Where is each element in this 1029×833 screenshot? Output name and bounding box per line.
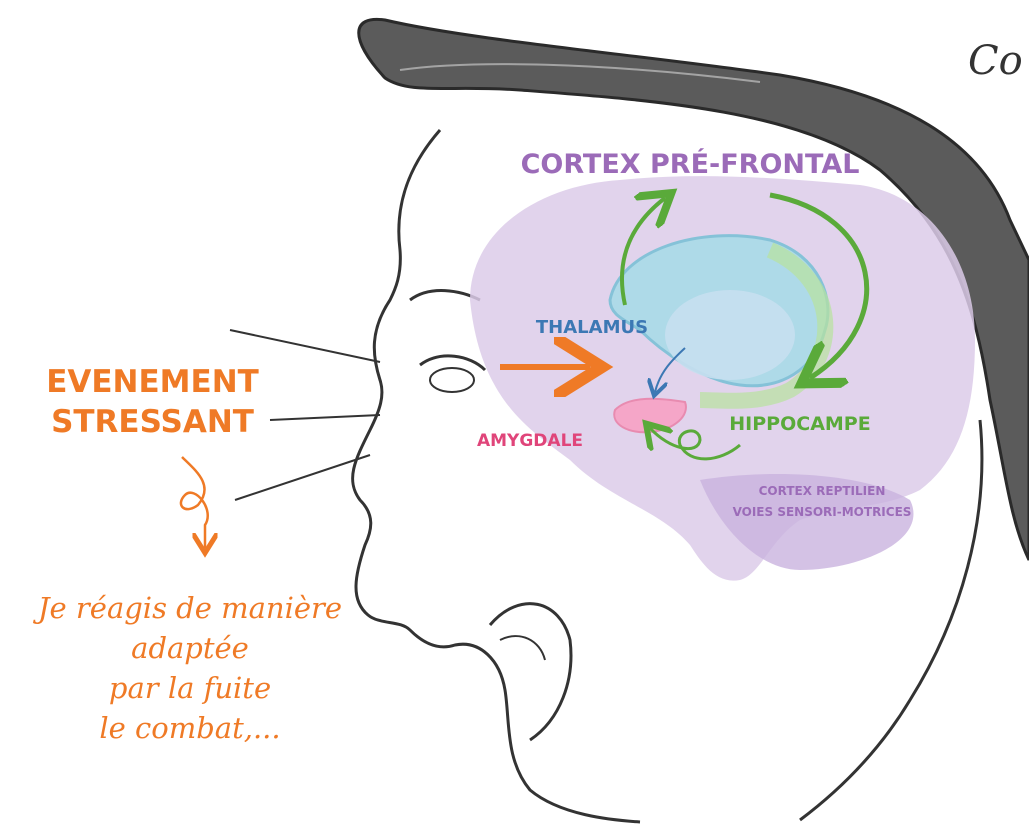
reaction-line-3: par la fuite <box>0 668 380 708</box>
label-hippocampe: HIPPOCAMPE <box>729 413 870 435</box>
label-cortex-prefrontal: CORTEX PRÉ-FRONTAL <box>521 148 860 180</box>
reaction-line-1: Je réagis de manière <box>0 588 380 628</box>
reaction-line-2: adaptée <box>0 628 380 668</box>
event-line-2: STRESSANT <box>20 402 285 442</box>
event-title: EVENEMENT STRESSANT <box>20 362 285 442</box>
label-amygdale: AMYGDALE <box>477 431 583 451</box>
arrow-event-to-reaction <box>181 457 208 548</box>
label-cortex-reptilien: CORTEX REPTILIEN <box>759 484 886 498</box>
label-thalamus: THALAMUS <box>536 317 648 338</box>
reaction-line-4: le combat,... <box>0 708 380 748</box>
label-voies-sensori: VOIES SENSORI-MOTRICES <box>733 505 912 519</box>
reaction-text: Je réagis de manière adaptée par la fuit… <box>0 588 380 748</box>
corner-script-text: Co <box>968 38 1023 84</box>
event-line-1: EVENEMENT <box>20 362 285 402</box>
